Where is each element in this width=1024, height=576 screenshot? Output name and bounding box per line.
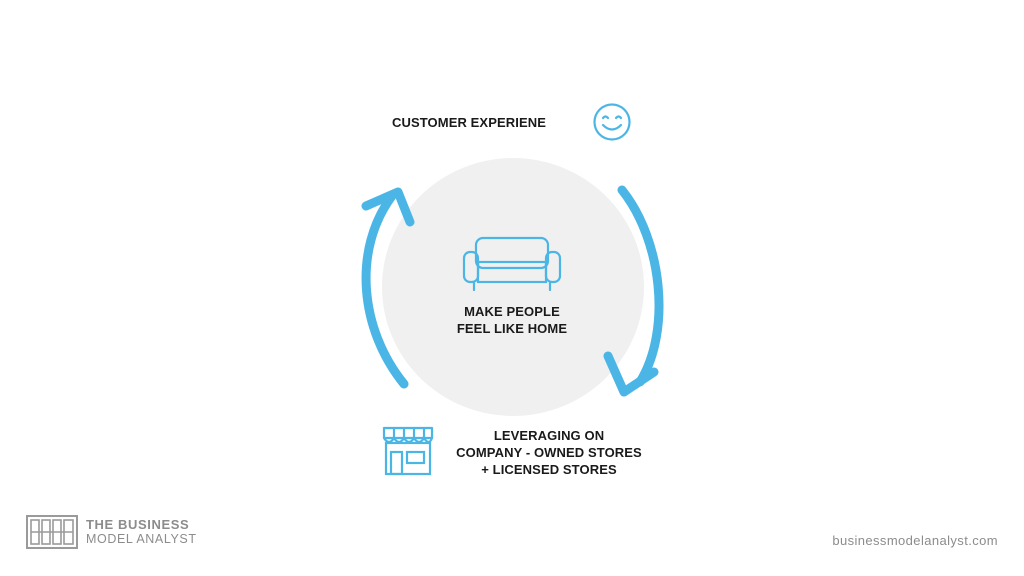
center-label: MAKE PEOPLE FEEL LIKE HOME — [432, 303, 592, 337]
center-circle — [382, 158, 644, 416]
brand-name-line: THE BUSINESS — [86, 517, 190, 532]
center-label-line: MAKE PEOPLE — [464, 304, 560, 319]
stores-label: LEVERAGING ON COMPANY - OWNED STORES + L… — [452, 427, 646, 478]
stores-label-line: COMPANY - OWNED STORES — [456, 445, 642, 460]
customer-experience-label: CUSTOMER EXPERIENE — [392, 115, 546, 130]
website-link[interactable]: businessmodelanalyst.com — [832, 533, 998, 548]
stores-label-line: + LICENSED STORES — [481, 462, 617, 477]
center-label-line: FEEL LIKE HOME — [456, 321, 568, 336]
storefront-icon — [382, 426, 434, 476]
brand-name: THE BUSINESS MODEL ANALYST — [86, 517, 197, 547]
smiley-icon — [593, 103, 631, 141]
brand-logo-icon — [26, 515, 78, 549]
sofa-icon — [462, 236, 562, 292]
brand-name-line: MODEL ANALYST — [86, 532, 197, 546]
stores-label-line: LEVERAGING ON — [493, 428, 605, 443]
